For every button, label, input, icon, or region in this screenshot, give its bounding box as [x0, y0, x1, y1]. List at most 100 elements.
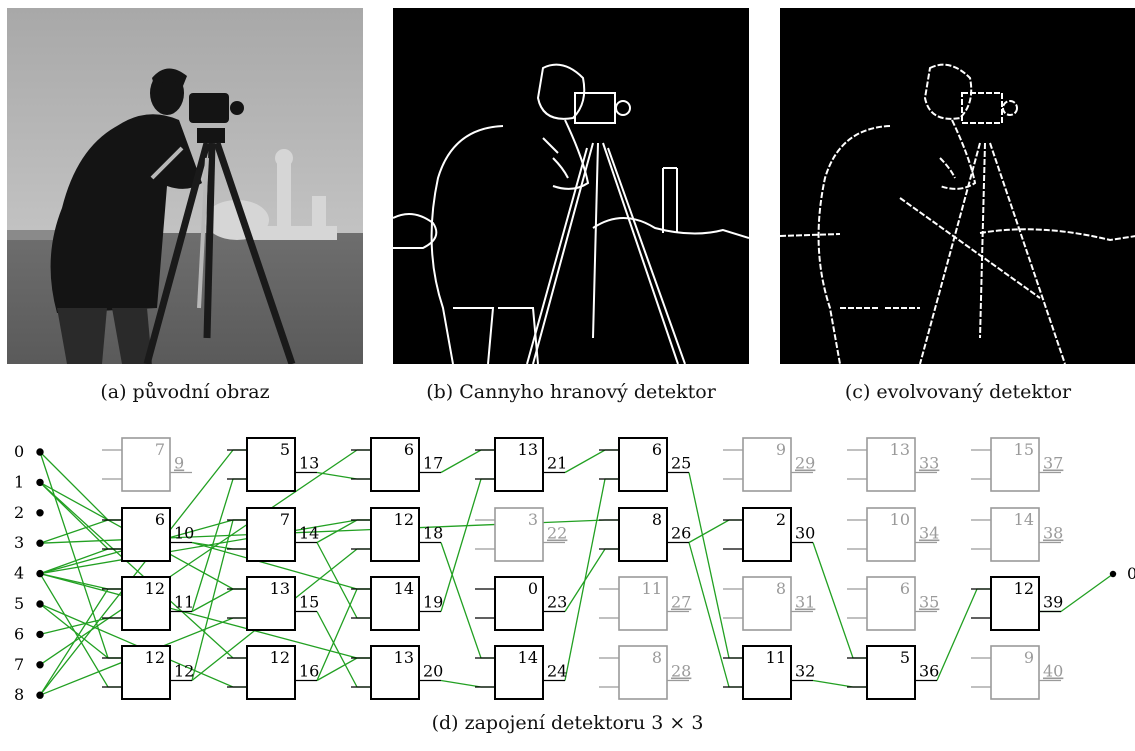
- input-label: 8: [14, 685, 24, 704]
- input-node: [36, 630, 44, 639]
- node-output-index: 19: [423, 593, 443, 612]
- input-node: [36, 661, 44, 669]
- node-output-index: 16: [299, 662, 319, 681]
- node-output-index: 24: [547, 662, 567, 681]
- node-function: 0: [528, 579, 538, 598]
- node-output-index: 12: [174, 662, 194, 681]
- node-output-index: 29: [795, 454, 815, 473]
- node-output-index: 21: [547, 454, 567, 473]
- active-node: 12 39: [971, 576, 1063, 631]
- input-node: [36, 539, 44, 547]
- wire: [688, 472, 743, 659]
- node-function: 12: [270, 648, 290, 667]
- node-function: 13: [394, 648, 414, 667]
- caption-a: (a) původní obraz: [100, 381, 270, 403]
- node-output-index: 30: [795, 524, 815, 543]
- input-node: [36, 600, 44, 608]
- input-label: 5: [14, 594, 24, 613]
- node-function: 9: [1024, 648, 1034, 667]
- input-label: 6: [14, 624, 24, 643]
- node-output-index: 10: [174, 524, 194, 543]
- wire: [936, 588, 991, 681]
- active-node: 617: [351, 437, 443, 492]
- inactive-node: 635: [847, 576, 939, 631]
- wire: [316, 471, 371, 480]
- original-image-panel: [7, 8, 363, 364]
- wire: [688, 542, 743, 688]
- node-output-index: 36: [919, 662, 939, 681]
- node-function: 12: [145, 648, 165, 667]
- node-function: 14: [518, 648, 538, 667]
- wire: [812, 679, 867, 688]
- node-output-index: 27: [671, 593, 691, 612]
- wire: [688, 519, 743, 544]
- wire: [564, 478, 619, 681]
- node-output-index: 37: [1043, 454, 1063, 473]
- node-output-index: 14: [299, 524, 319, 543]
- node-function: 14: [1014, 510, 1034, 529]
- node-function: 6: [155, 510, 165, 529]
- input-label: 0: [14, 442, 24, 461]
- active-node: 826: [599, 507, 691, 562]
- wire: [564, 449, 619, 474]
- node-output-index: 31: [795, 593, 815, 612]
- active-node: 12 16: [227, 645, 319, 700]
- node-function: 8: [652, 510, 662, 529]
- node-function: 9: [776, 440, 786, 459]
- node-output-index: 23: [547, 593, 567, 612]
- canny-edges-panel: [393, 8, 749, 364]
- node-function: 6: [652, 440, 662, 459]
- output-node: [1109, 570, 1117, 578]
- active-node: 5 36: [847, 645, 939, 700]
- input-node: [36, 569, 44, 578]
- node-function: 14: [394, 579, 414, 598]
- node-function: 8: [776, 579, 786, 598]
- node-output-index: 17: [423, 454, 443, 473]
- inactive-node: 11 27: [599, 576, 691, 631]
- node-function: 12: [1014, 579, 1034, 598]
- wire: [564, 548, 619, 612]
- output-label: 0: [1127, 564, 1135, 583]
- wire: [440, 679, 495, 688]
- inactive-node: 940: [971, 645, 1063, 700]
- node-output-index: 9: [174, 454, 184, 473]
- inactive-node: 8 31: [723, 576, 815, 631]
- active-node: 6 25: [599, 437, 691, 492]
- node-function: 5: [900, 648, 910, 667]
- active-node: 6 10: [102, 507, 194, 562]
- wire: [39, 451, 122, 521]
- input-node: [36, 448, 44, 456]
- node-function: 7: [155, 440, 165, 459]
- node-output-index: 34: [919, 524, 939, 543]
- input-node: [36, 509, 44, 517]
- node-function: 11: [766, 648, 786, 667]
- active-node: 714: [227, 507, 319, 562]
- circuit-blocks: 7961012111212513714131512166171218141913…: [102, 437, 1063, 700]
- node-function: 2: [776, 510, 786, 529]
- node-output-index: 39: [1043, 593, 1063, 612]
- input-node: [36, 478, 44, 487]
- node-function: 6: [900, 579, 910, 598]
- wire: [39, 572, 371, 659]
- input-label: 4: [14, 564, 24, 583]
- node-function: 11: [642, 579, 662, 598]
- node-output-index: 33: [919, 454, 939, 473]
- node-output-index: 11: [174, 593, 194, 612]
- inactive-node: 322: [475, 507, 567, 562]
- caption-c: (c) evolvovaný detektor: [844, 381, 1072, 403]
- inactive-node: 79: [102, 437, 192, 492]
- wire: [191, 588, 247, 613]
- node-output-index: 25: [671, 454, 691, 473]
- wire: [316, 588, 371, 681]
- node-output-index: 28: [671, 662, 691, 681]
